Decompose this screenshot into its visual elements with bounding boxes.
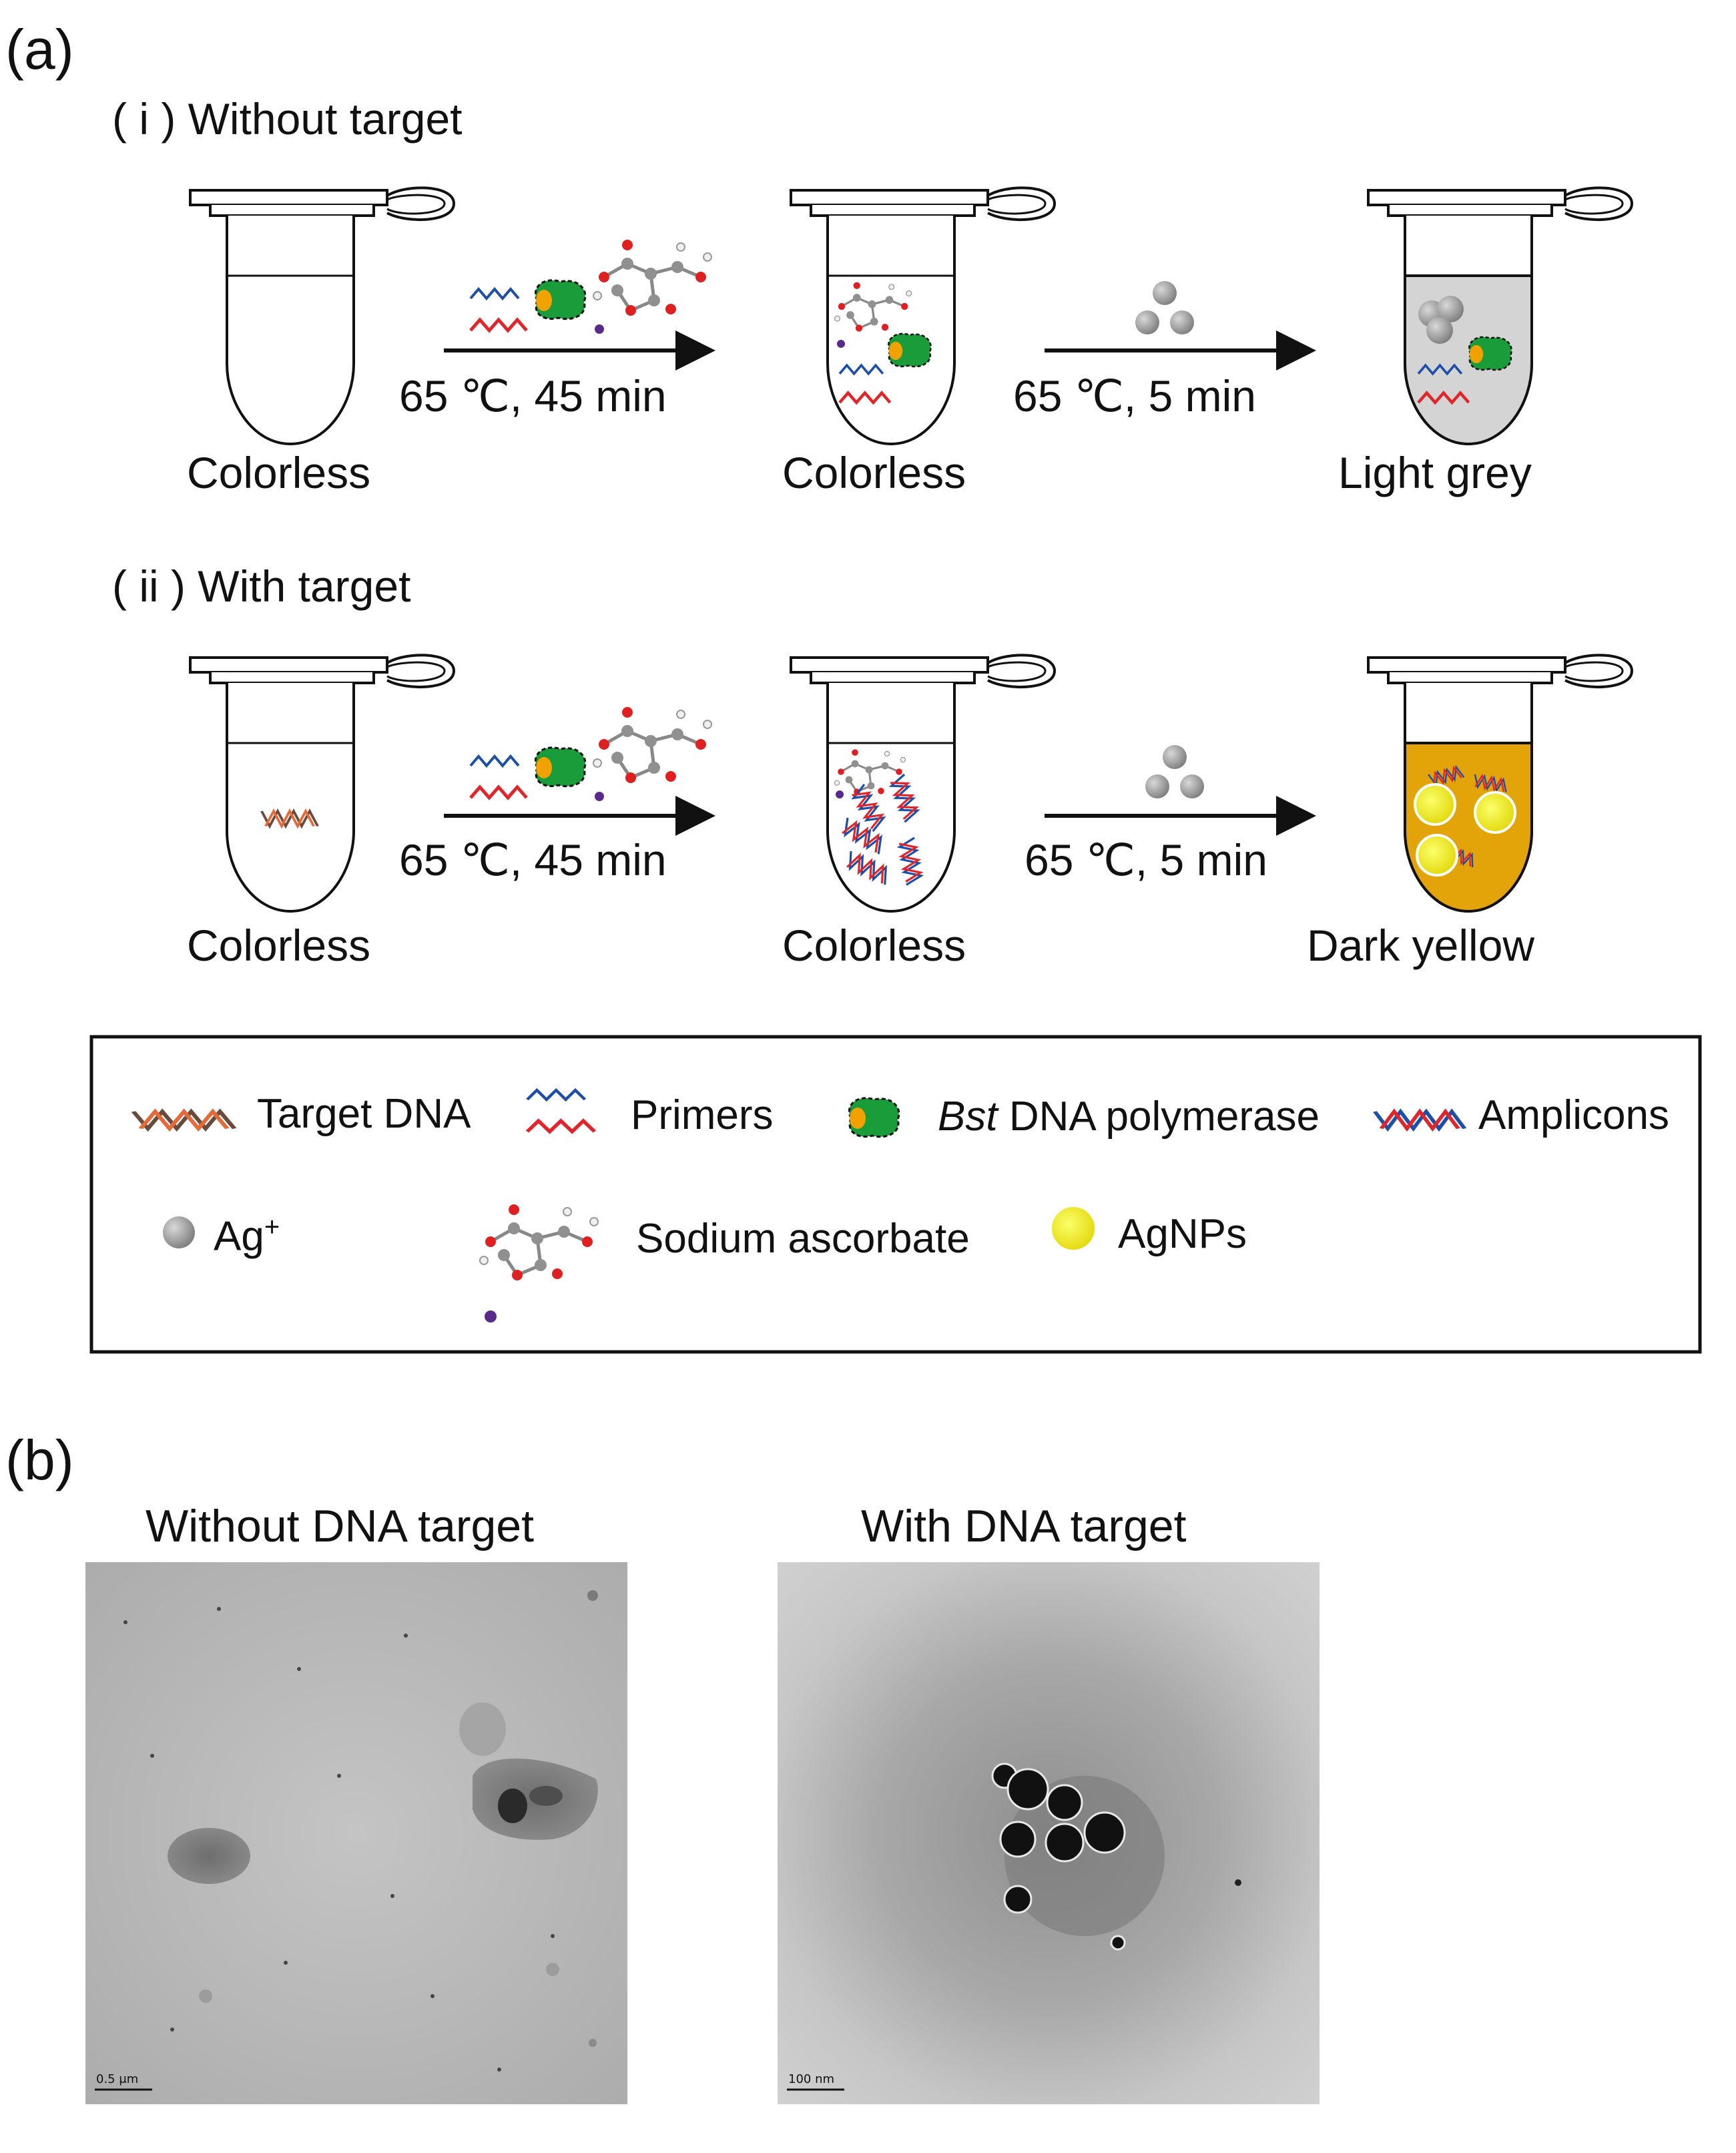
legend-target-dna-icon — [133, 1112, 234, 1129]
legend-ag-ion-text: Ag — [214, 1213, 264, 1260]
legend-bst-rest: DNA polymerase — [997, 1094, 1320, 1140]
legend-target-dna-label: Target DNA — [257, 1091, 471, 1137]
legend-polymerase-icon — [848, 1097, 900, 1138]
row1-tube-2 — [790, 186, 1056, 445]
row1-tube2-label: Colorless — [782, 448, 966, 497]
tem-right-scale-label: 100 nm — [788, 2072, 835, 2086]
tem-left-title: Without DNA target — [146, 1501, 535, 1551]
row1-tube1-label: Colorless — [187, 448, 371, 497]
tem-image-with-target: 100 nm — [778, 1562, 1320, 2104]
row1-title: ( i ) Without target — [112, 94, 463, 144]
row2-step1-condition: 65 ℃, 45 min — [399, 835, 667, 885]
legend-amplicons-label: Amplicons — [1478, 1092, 1669, 1138]
row2-tube-1 — [189, 654, 455, 913]
row2-ag-ions — [1145, 745, 1204, 798]
legend-primers-label: Primers — [631, 1092, 774, 1138]
legend-amplicons-icon — [1375, 1112, 1464, 1129]
legend-box — [89, 1035, 1702, 1354]
tem-image-without-target: 0.5 μm — [85, 1562, 627, 2104]
row2-tube-2 — [790, 654, 1056, 913]
legend-bst-italic: Bst — [938, 1094, 998, 1140]
row2-tube1-label: Colorless — [187, 921, 371, 970]
panel-b-label: (b) — [5, 1429, 74, 1491]
legend-agnp-icon — [1049, 1204, 1097, 1252]
row1-ag-ions — [1135, 281, 1194, 334]
legend-primers-icon — [527, 1090, 595, 1132]
row1-reagents — [471, 240, 711, 334]
row2-tube2-label: Colorless — [782, 921, 966, 970]
legend-ascorbate-dot-icon — [485, 1310, 497, 1323]
legend-ag-ion-label: Ag+ — [214, 1214, 280, 1258]
tem-right-title: With DNA target — [861, 1501, 1187, 1551]
legend-ascorbate-label: Sodium ascorbate — [636, 1216, 970, 1262]
row1-tube-1 — [189, 186, 455, 445]
row1-tube3-label: Light grey — [1338, 448, 1532, 497]
panel-a-label: (a) — [5, 18, 74, 81]
legend-ag-ion-sup: + — [264, 1212, 280, 1242]
row1-step1-condition: 65 ℃, 45 min — [399, 371, 667, 421]
row1-tube-3-light-grey — [1367, 186, 1633, 446]
tem-left-scale-label: 0.5 μm — [96, 2072, 139, 2086]
row2-tube-3-dark-yellow — [1367, 654, 1633, 913]
row2-title: ( ii ) With target — [112, 561, 411, 611]
row1-step2-condition: 65 ℃, 5 min — [1013, 371, 1256, 421]
row2-reagents — [471, 707, 711, 801]
legend-agnps-label: AgNPs — [1118, 1211, 1247, 1257]
row2-step2-condition: 65 ℃, 5 min — [1025, 835, 1267, 885]
legend-ascorbate-icon — [480, 1204, 598, 1280]
legend-bst-label: Bst DNA polymerase — [938, 1096, 1320, 1138]
legend-ag-ion-icon — [163, 1216, 195, 1248]
row2-tube3-label: Dark yellow — [1307, 921, 1535, 970]
